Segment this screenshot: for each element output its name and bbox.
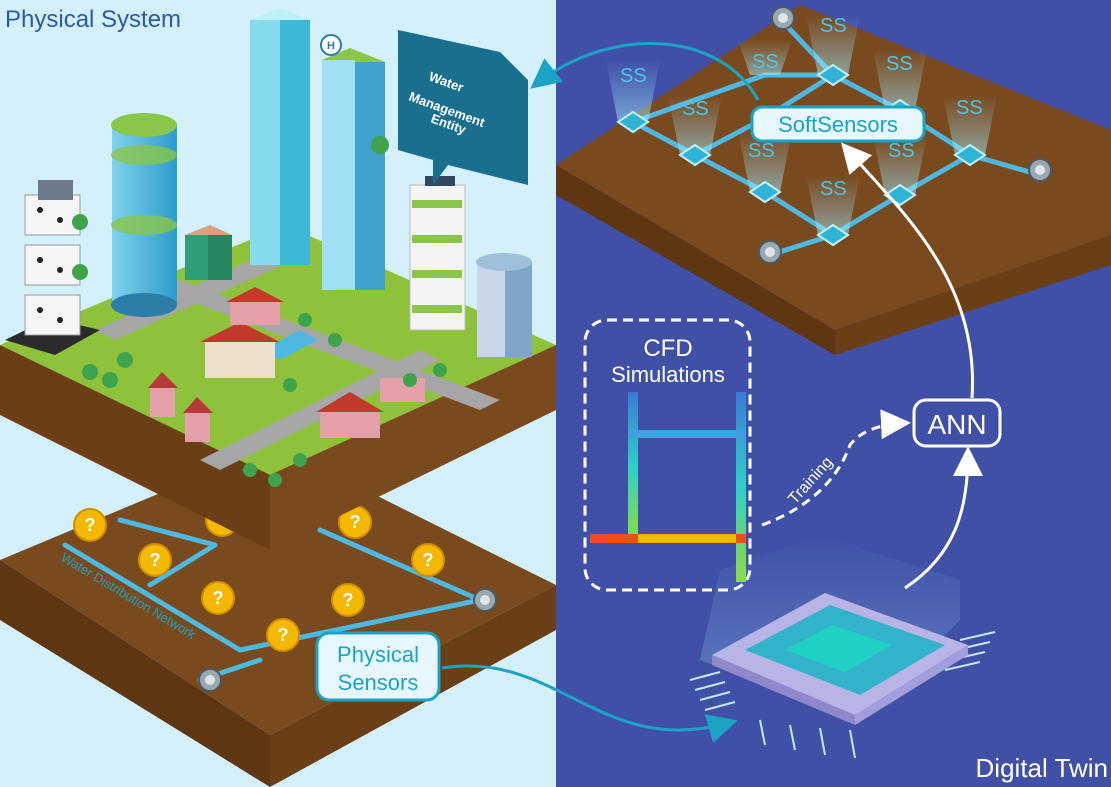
cfd-title: CFD: [643, 335, 692, 362]
cfd-subtitle: Simulations: [611, 362, 725, 387]
ss-label: SS: [820, 178, 847, 200]
ss-label: SS: [820, 15, 847, 37]
ann-box: ANN: [912, 398, 1002, 448]
glass-tower: [250, 8, 310, 265]
softsensors-label: SoftSensors: [778, 112, 898, 137]
block-towers: [5, 180, 100, 355]
ss-label: SS: [886, 53, 913, 75]
physical-title: Physical System: [5, 6, 181, 33]
helipad-building: [185, 225, 232, 280]
svg-text:H: H: [327, 40, 335, 52]
svg-text:?: ?: [150, 550, 161, 570]
processor-chip: [689, 535, 996, 759]
ss-label: SS: [682, 98, 709, 120]
svg-text:?: ?: [278, 625, 289, 645]
svg-text:?: ?: [350, 512, 361, 532]
physical-sensors-line2: Sensors: [338, 670, 419, 695]
green-roof-tower: H: [320, 34, 389, 290]
physical-sensor-icons: [198, 588, 497, 692]
ss-label: SS: [956, 97, 983, 119]
water-management-entity: Water Management Entity: [398, 30, 528, 185]
trees: [82, 313, 447, 487]
soft-sensor-nodes: [616, 63, 987, 247]
svg-text:?: ?: [423, 550, 434, 570]
ann-label: ANN: [927, 409, 986, 440]
twin-to-entity-arrow: [530, 41, 760, 101]
ss-label: SS: [888, 140, 915, 162]
softsensors-box: SoftSensors: [750, 105, 926, 143]
svg-text:?: ?: [213, 588, 224, 608]
cylinder-tower: [111, 113, 177, 317]
physical-sensors-line1: Physical: [337, 642, 419, 667]
unknown-markers: ? ? ? ? ? ? ? ?: [73, 503, 445, 652]
houses: [148, 287, 425, 442]
cfd-box: CFD Simulations: [583, 318, 752, 592]
ss-label: SS: [748, 140, 775, 162]
svg-text:?: ?: [343, 590, 354, 610]
physical-sensors-box: Physical Sensors: [315, 631, 441, 702]
cfd-plot: [590, 392, 746, 582]
twin-sensor-icons: [758, 6, 1052, 264]
soft-sensor-beams: [606, 15, 997, 235]
ss-labels: SS SS SS SS SS SS SS SS SS: [620, 15, 983, 200]
sensors-to-twin-arrow: [441, 664, 738, 744]
ann-to-softsensors-arrow: [841, 142, 975, 399]
office-building: [476, 253, 532, 357]
svg-text:?: ?: [85, 515, 96, 535]
twin-slab: [556, 5, 1111, 355]
terraced-building: [409, 176, 466, 331]
training-arrow: [761, 409, 911, 527]
ss-label: SS: [752, 51, 779, 73]
ss-label: SS: [620, 65, 647, 87]
twin-title: Digital Twin: [976, 753, 1108, 783]
